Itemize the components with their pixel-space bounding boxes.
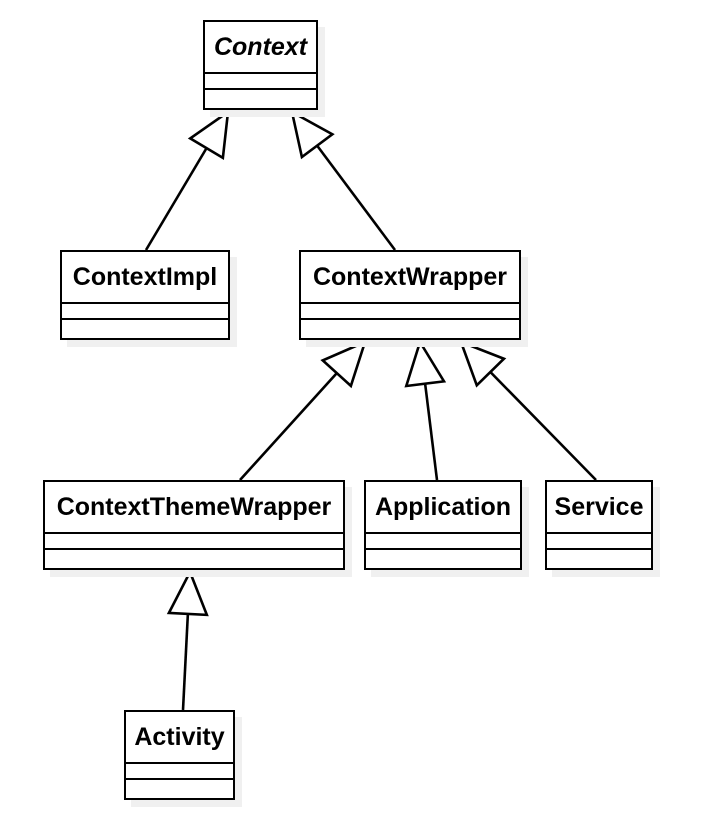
class-operations-compartment (45, 550, 343, 568)
class-box-context[interactable]: Context (203, 20, 318, 110)
class-name-label: Application (374, 492, 512, 521)
inheritance-arrowhead-icon (187, 109, 230, 160)
class-name-label: Activity (134, 722, 225, 751)
class-operations-compartment (547, 550, 651, 568)
class-title-compartment: ContextThemeWrapper (45, 482, 343, 534)
class-title-compartment: Context (205, 22, 316, 74)
generalization-rel-ctw-contextwrapper[interactable] (239, 339, 368, 481)
class-attributes-compartment (205, 74, 316, 90)
class-attributes-compartment (126, 764, 233, 780)
class-attributes-compartment (62, 304, 228, 320)
inheritance-arrowhead-icon (404, 338, 447, 388)
generalization-rel-contextimpl-context[interactable] (144, 109, 230, 251)
class-operations-compartment (366, 550, 520, 568)
class-box-application[interactable]: Application (364, 480, 522, 570)
relation-line (239, 372, 338, 481)
class-box-service[interactable]: Service (545, 480, 653, 570)
inheritance-arrowhead-icon (290, 109, 335, 160)
class-operations-compartment (205, 90, 316, 108)
class-box-context-impl[interactable]: ContextImpl (60, 250, 230, 340)
class-name-label: ContextImpl (72, 262, 218, 291)
class-box-context-theme-wrapper[interactable]: ContextThemeWrapper (43, 480, 345, 570)
generalization-rel-activity-ctw[interactable] (166, 568, 209, 711)
class-name-label: ContextThemeWrapper (56, 492, 332, 521)
inheritance-arrowhead-icon (458, 339, 507, 388)
relation-line (489, 371, 597, 481)
class-name-label: Service (554, 492, 644, 521)
class-operations-compartment (301, 320, 519, 338)
generalization-rel-contextwrapper-context[interactable] (290, 109, 397, 251)
class-title-compartment: Activity (126, 712, 233, 764)
relation-line (316, 144, 397, 251)
relation-line (181, 613, 190, 711)
class-title-compartment: ContextWrapper (301, 252, 519, 304)
class-title-compartment: ContextImpl (62, 252, 228, 304)
class-attributes-compartment (366, 534, 520, 550)
class-box-context-wrapper[interactable]: ContextWrapper (299, 250, 521, 340)
relation-line (144, 147, 208, 251)
relation-line (423, 383, 439, 481)
class-title-compartment: Application (366, 482, 520, 534)
class-attributes-compartment (45, 534, 343, 550)
class-attributes-compartment (301, 304, 519, 320)
class-name-label: ContextWrapper (312, 262, 507, 291)
generalization-rel-application-contextwrapper[interactable] (404, 338, 447, 481)
class-box-activity[interactable]: Activity (124, 710, 235, 800)
class-attributes-compartment (547, 534, 651, 550)
class-operations-compartment (62, 320, 228, 338)
inheritance-arrowhead-icon (320, 339, 368, 389)
generalization-rel-service-contextwrapper[interactable] (458, 339, 597, 481)
class-operations-compartment (126, 780, 233, 798)
class-title-compartment: Service (547, 482, 651, 534)
inheritance-arrowhead-icon (166, 568, 209, 617)
class-name-label: Context (213, 32, 308, 61)
